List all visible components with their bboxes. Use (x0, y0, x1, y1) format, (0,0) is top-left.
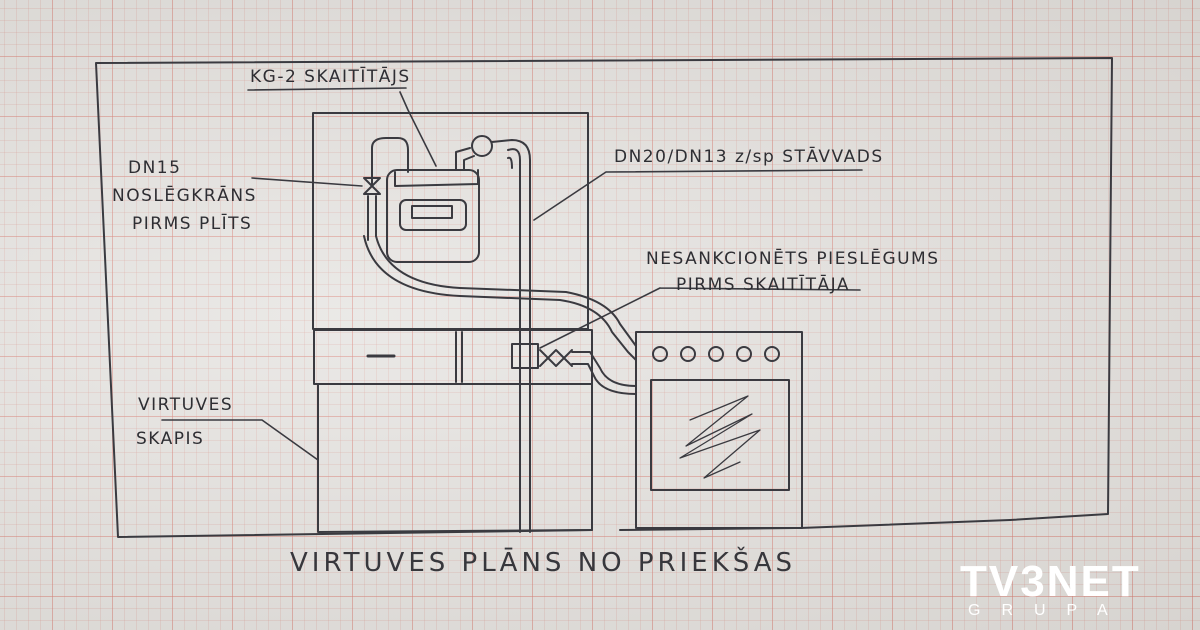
gas-meter-display (399, 199, 467, 231)
riser-pipe-inner (507, 156, 513, 169)
leader-cabinet (161, 419, 319, 461)
gas-meter-window (411, 205, 453, 219)
gas-meter-top (394, 169, 479, 187)
stove-oven-door (650, 379, 790, 491)
gas-meter-body (386, 169, 480, 263)
meter-label: KG-2 SKAITĪTĀJS (250, 67, 411, 87)
stove-feed-pipe-a (363, 235, 637, 361)
meter-union (471, 135, 493, 157)
lower-cabinet (317, 383, 593, 533)
tv3net-logo-subtitle: GRUPA (968, 602, 1129, 619)
cabinet-label-line1: VIRTUVES (138, 395, 234, 415)
illegal-label-line2: PIRMS SKAITĪTĀJA (676, 275, 850, 295)
illegal-tap (511, 343, 539, 369)
tv3net-logo: TV3NET (960, 557, 1141, 606)
riser-pipe (507, 148, 521, 533)
riser-pipe-outer (491, 139, 531, 533)
stove-knob-1 (652, 346, 668, 362)
leader-meter (399, 91, 437, 167)
leader-riser (533, 169, 863, 221)
illegal-pipe (571, 351, 637, 395)
wall-frame (95, 57, 1113, 538)
meter-out-pipe (455, 147, 475, 171)
drawing-caption: VIRTUVES PLĀNS NO PRIEKŠAS (290, 548, 797, 578)
illegal-valve (539, 349, 573, 367)
cabinet-label-line2: SKAPIS (136, 429, 205, 449)
shutoff-label-line1: DN15 (128, 158, 182, 178)
stove-knob-2 (680, 346, 696, 362)
shutoff-label-line3: PIRMS PLĪTS (132, 214, 253, 234)
drawer-divider (455, 331, 463, 383)
underline-meter (247, 87, 407, 91)
riser-label: DN20/DN13 z/sp STĀVVADS (614, 147, 884, 167)
oven-glass-scribble (679, 395, 761, 479)
upper-cabinet (312, 112, 589, 330)
stove-knob-3 (708, 346, 724, 362)
wall-frame-bottom-right (799, 519, 1011, 529)
shutoff-valve (363, 177, 381, 195)
stove-knob-4 (736, 346, 752, 362)
stove-body (635, 331, 803, 529)
leader-shutoff (251, 177, 363, 187)
illegal-label-line1: NESANKCIONĒTS PIESLĒGUMS (646, 249, 940, 269)
leader-illegal (539, 287, 861, 349)
meter-in-pipe (371, 137, 409, 187)
stove-knob-5 (764, 346, 780, 362)
shutoff-label-line2: NOSLĒGKRĀNS (112, 186, 257, 206)
valve-pipe-down (367, 195, 377, 241)
